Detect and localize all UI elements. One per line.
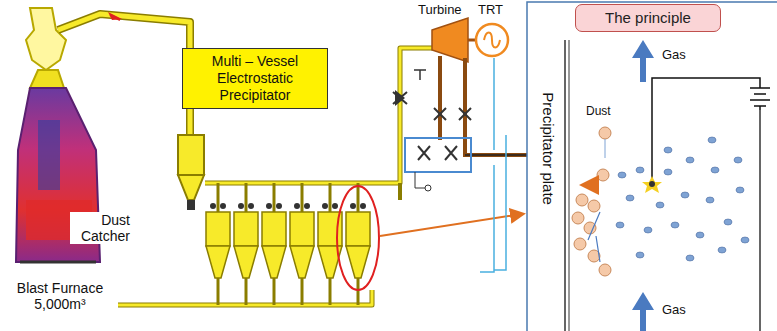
precipitator-vessels (206, 183, 370, 305)
gas-label: Gas (662, 303, 686, 318)
generator-label: TRT (478, 3, 503, 18)
gas-label: Gas (662, 48, 686, 63)
dust-catcher-label: Dust Catcher (70, 212, 132, 244)
turbine-label: Turbine (418, 3, 462, 18)
zoom-arrow (380, 214, 522, 236)
plate-label: Precipitator plate (539, 84, 556, 214)
box-text: The principle (605, 9, 691, 27)
dust-catcher (178, 135, 204, 210)
heading-box: The principle (575, 4, 721, 32)
box-text: Multi – Vessel Electrostatic Precipitato… (189, 53, 321, 103)
highlight-circle (337, 186, 379, 290)
furnace-label: Blast Furnace 5,000m³ (6, 280, 114, 312)
dust-label: Dust (586, 105, 611, 119)
title-box: Multi – Vessel Electrostatic Precipitato… (182, 48, 328, 109)
turbine-generator (393, 18, 527, 272)
gas-pipes (58, 14, 432, 305)
principle-panel (527, 2, 777, 331)
